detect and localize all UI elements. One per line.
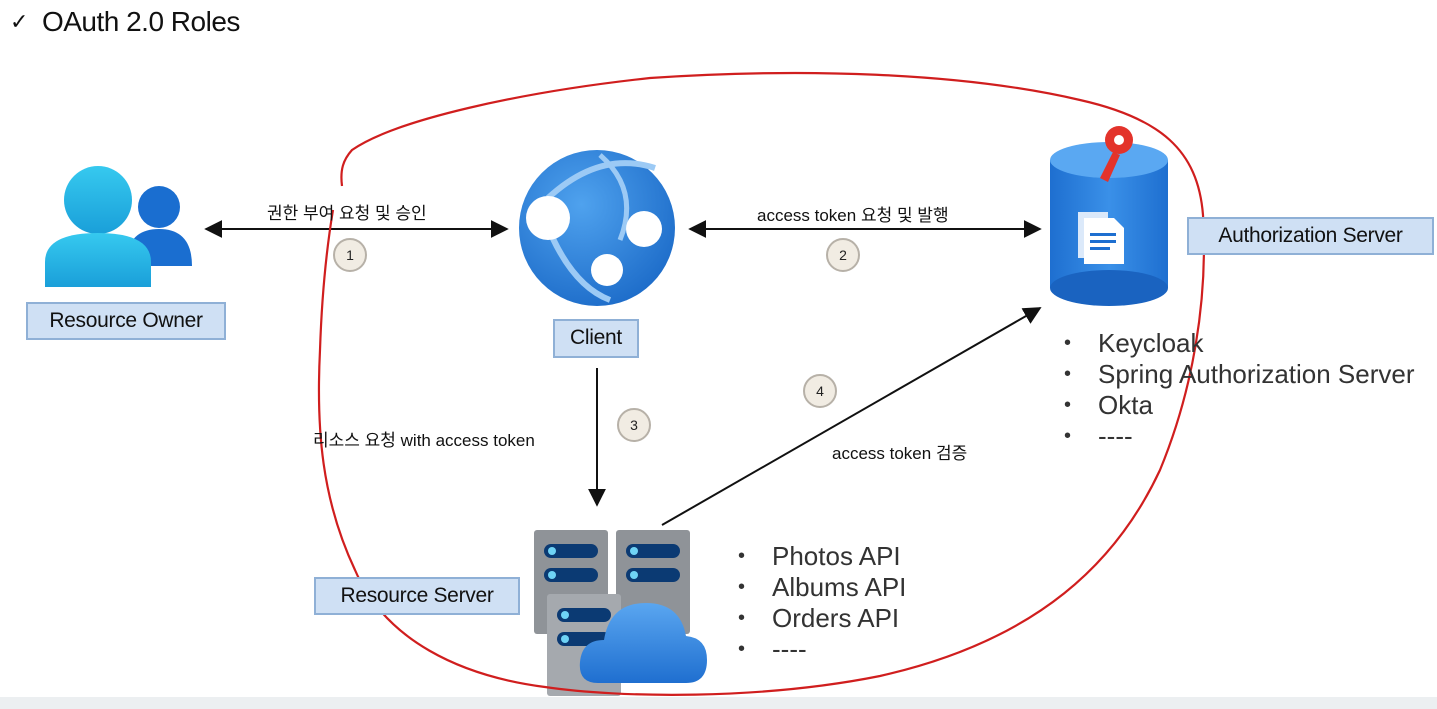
edge-label-3: 리소스 요청 with access token bbox=[313, 431, 535, 450]
auth-server-examples: Keycloak Spring Authorization Server Okt… bbox=[1060, 328, 1415, 452]
list-item: ---- bbox=[734, 634, 906, 665]
step-badge-2: 2 bbox=[826, 238, 860, 272]
users-icon bbox=[45, 166, 192, 287]
cloud-server-icon bbox=[534, 530, 707, 696]
step-badge-1: 1 bbox=[333, 238, 367, 272]
list-item: Spring Authorization Server bbox=[1060, 359, 1415, 390]
step-badge-3: 3 bbox=[617, 408, 651, 442]
list-item: Keycloak bbox=[1060, 328, 1415, 359]
step-badge-4: 4 bbox=[803, 374, 837, 408]
annotation-loop bbox=[317, 71, 1206, 696]
list-item: Orders API bbox=[734, 603, 906, 634]
edge-label-2: access token 요청 및 발행 bbox=[757, 206, 949, 225]
list-item: ---- bbox=[1060, 421, 1415, 452]
title-text: OAuth 2.0 Roles bbox=[41, 6, 240, 37]
list-item: Albums API bbox=[734, 572, 906, 603]
resource-owner-label: Resource Owner bbox=[26, 302, 226, 340]
edge-label-1: 권한 부여 요청 및 승인 bbox=[267, 204, 427, 223]
web-app-globe-icon bbox=[519, 150, 675, 306]
client-label: Client bbox=[553, 319, 639, 358]
list-item: Okta bbox=[1060, 390, 1415, 421]
checkmark-icon: ✓ bbox=[10, 10, 28, 35]
resource-server-apis: Photos API Albums API Orders API ---- bbox=[734, 541, 906, 665]
list-item: Photos API bbox=[734, 541, 906, 572]
page-title: ✓ OAuth 2.0 Roles bbox=[10, 6, 240, 38]
edge-label-4: access token 검증 bbox=[832, 444, 968, 463]
bottom-bar bbox=[0, 697, 1437, 709]
authorization-server-label: Authorization Server bbox=[1187, 217, 1434, 255]
edge-resource-auth bbox=[661, 307, 1042, 526]
resource-server-label: Resource Server bbox=[314, 577, 520, 615]
key-database-icon bbox=[1050, 126, 1168, 306]
